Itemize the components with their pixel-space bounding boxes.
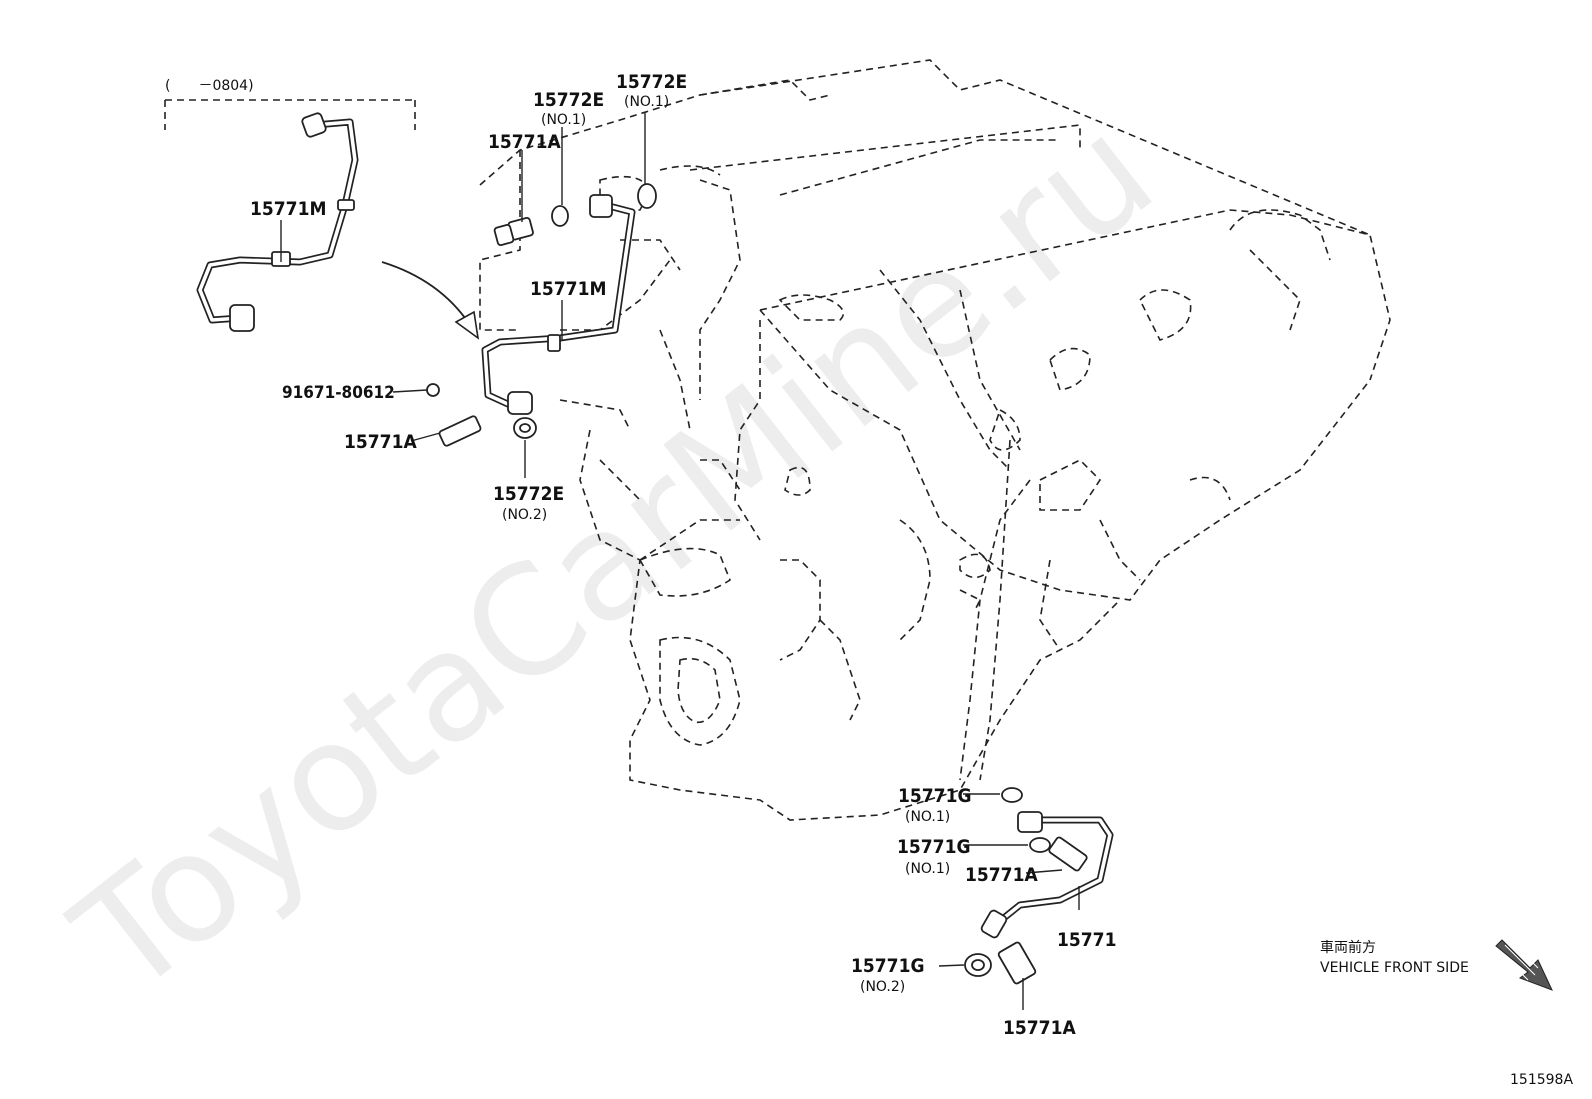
gasket-top-b	[637, 183, 657, 209]
engine-block-outline	[479, 59, 1391, 821]
figure-number: 151598A	[1510, 1072, 1573, 1088]
variant-bracket	[164, 99, 416, 130]
label-gasket-low-1: 15771G	[898, 785, 972, 807]
label-hose-top-left: 15771M	[250, 198, 326, 220]
watermark-text: ToyotaCarMine.ru	[44, 84, 1185, 1028]
bolt-top	[493, 217, 534, 246]
hose-assembly-mid	[481, 194, 636, 415]
hose-assembly-top-left	[196, 112, 359, 332]
direction-jp: 車両前方	[1320, 939, 1376, 956]
bolt-low	[1048, 836, 1088, 872]
label-gasket-low-1-sub: (NO.1)	[905, 809, 950, 825]
pipe-assembly-low	[980, 811, 1114, 939]
label-gasket-top-a: 15772E	[533, 89, 604, 111]
connection-line	[979, 439, 1011, 781]
label-screw: 91671-80612	[282, 383, 395, 403]
label-gasket-top-b-sub: (NO.1)	[624, 94, 669, 110]
screw-91671	[426, 383, 440, 397]
label-bolt-low: 15771A	[965, 864, 1038, 886]
label-gasket-low-3-sub: (NO.2)	[860, 979, 905, 995]
gasket-low-3	[964, 953, 992, 977]
label-gasket-mid-sub: (NO.2)	[502, 507, 547, 523]
gasket-mid	[513, 417, 537, 439]
variant-note: ( －0804)	[165, 78, 254, 94]
label-bolt-left: 15771A	[344, 431, 417, 453]
label-bolt-bottom: 15771A	[1003, 1017, 1076, 1039]
label-gasket-low-2-sub: (NO.1)	[905, 861, 950, 877]
gasket-low-2	[1029, 837, 1051, 853]
label-gasket-top-b: 15772E	[616, 71, 687, 93]
bolt-left	[438, 415, 482, 447]
label-pipe-low: 15771	[1057, 929, 1116, 951]
gasket-top-a	[551, 205, 569, 227]
label-gasket-mid: 15772E	[493, 483, 564, 505]
label-bolt-top: 15771A	[488, 131, 561, 153]
gasket-low-1	[1001, 787, 1023, 803]
direction-en: VEHICLE FRONT SIDE	[1320, 960, 1469, 976]
label-gasket-low-2: 15771G	[897, 836, 971, 858]
detail-arrow	[381, 261, 480, 340]
label-gasket-low-3: 15771G	[851, 955, 925, 977]
direction-arrow-icon	[1495, 939, 1553, 991]
bolt-bottom	[997, 941, 1037, 985]
leader-lines	[280, 112, 1080, 1010]
label-hose-mid: 15771M	[530, 278, 606, 300]
label-gasket-top-a-sub: (NO.1)	[541, 112, 586, 128]
